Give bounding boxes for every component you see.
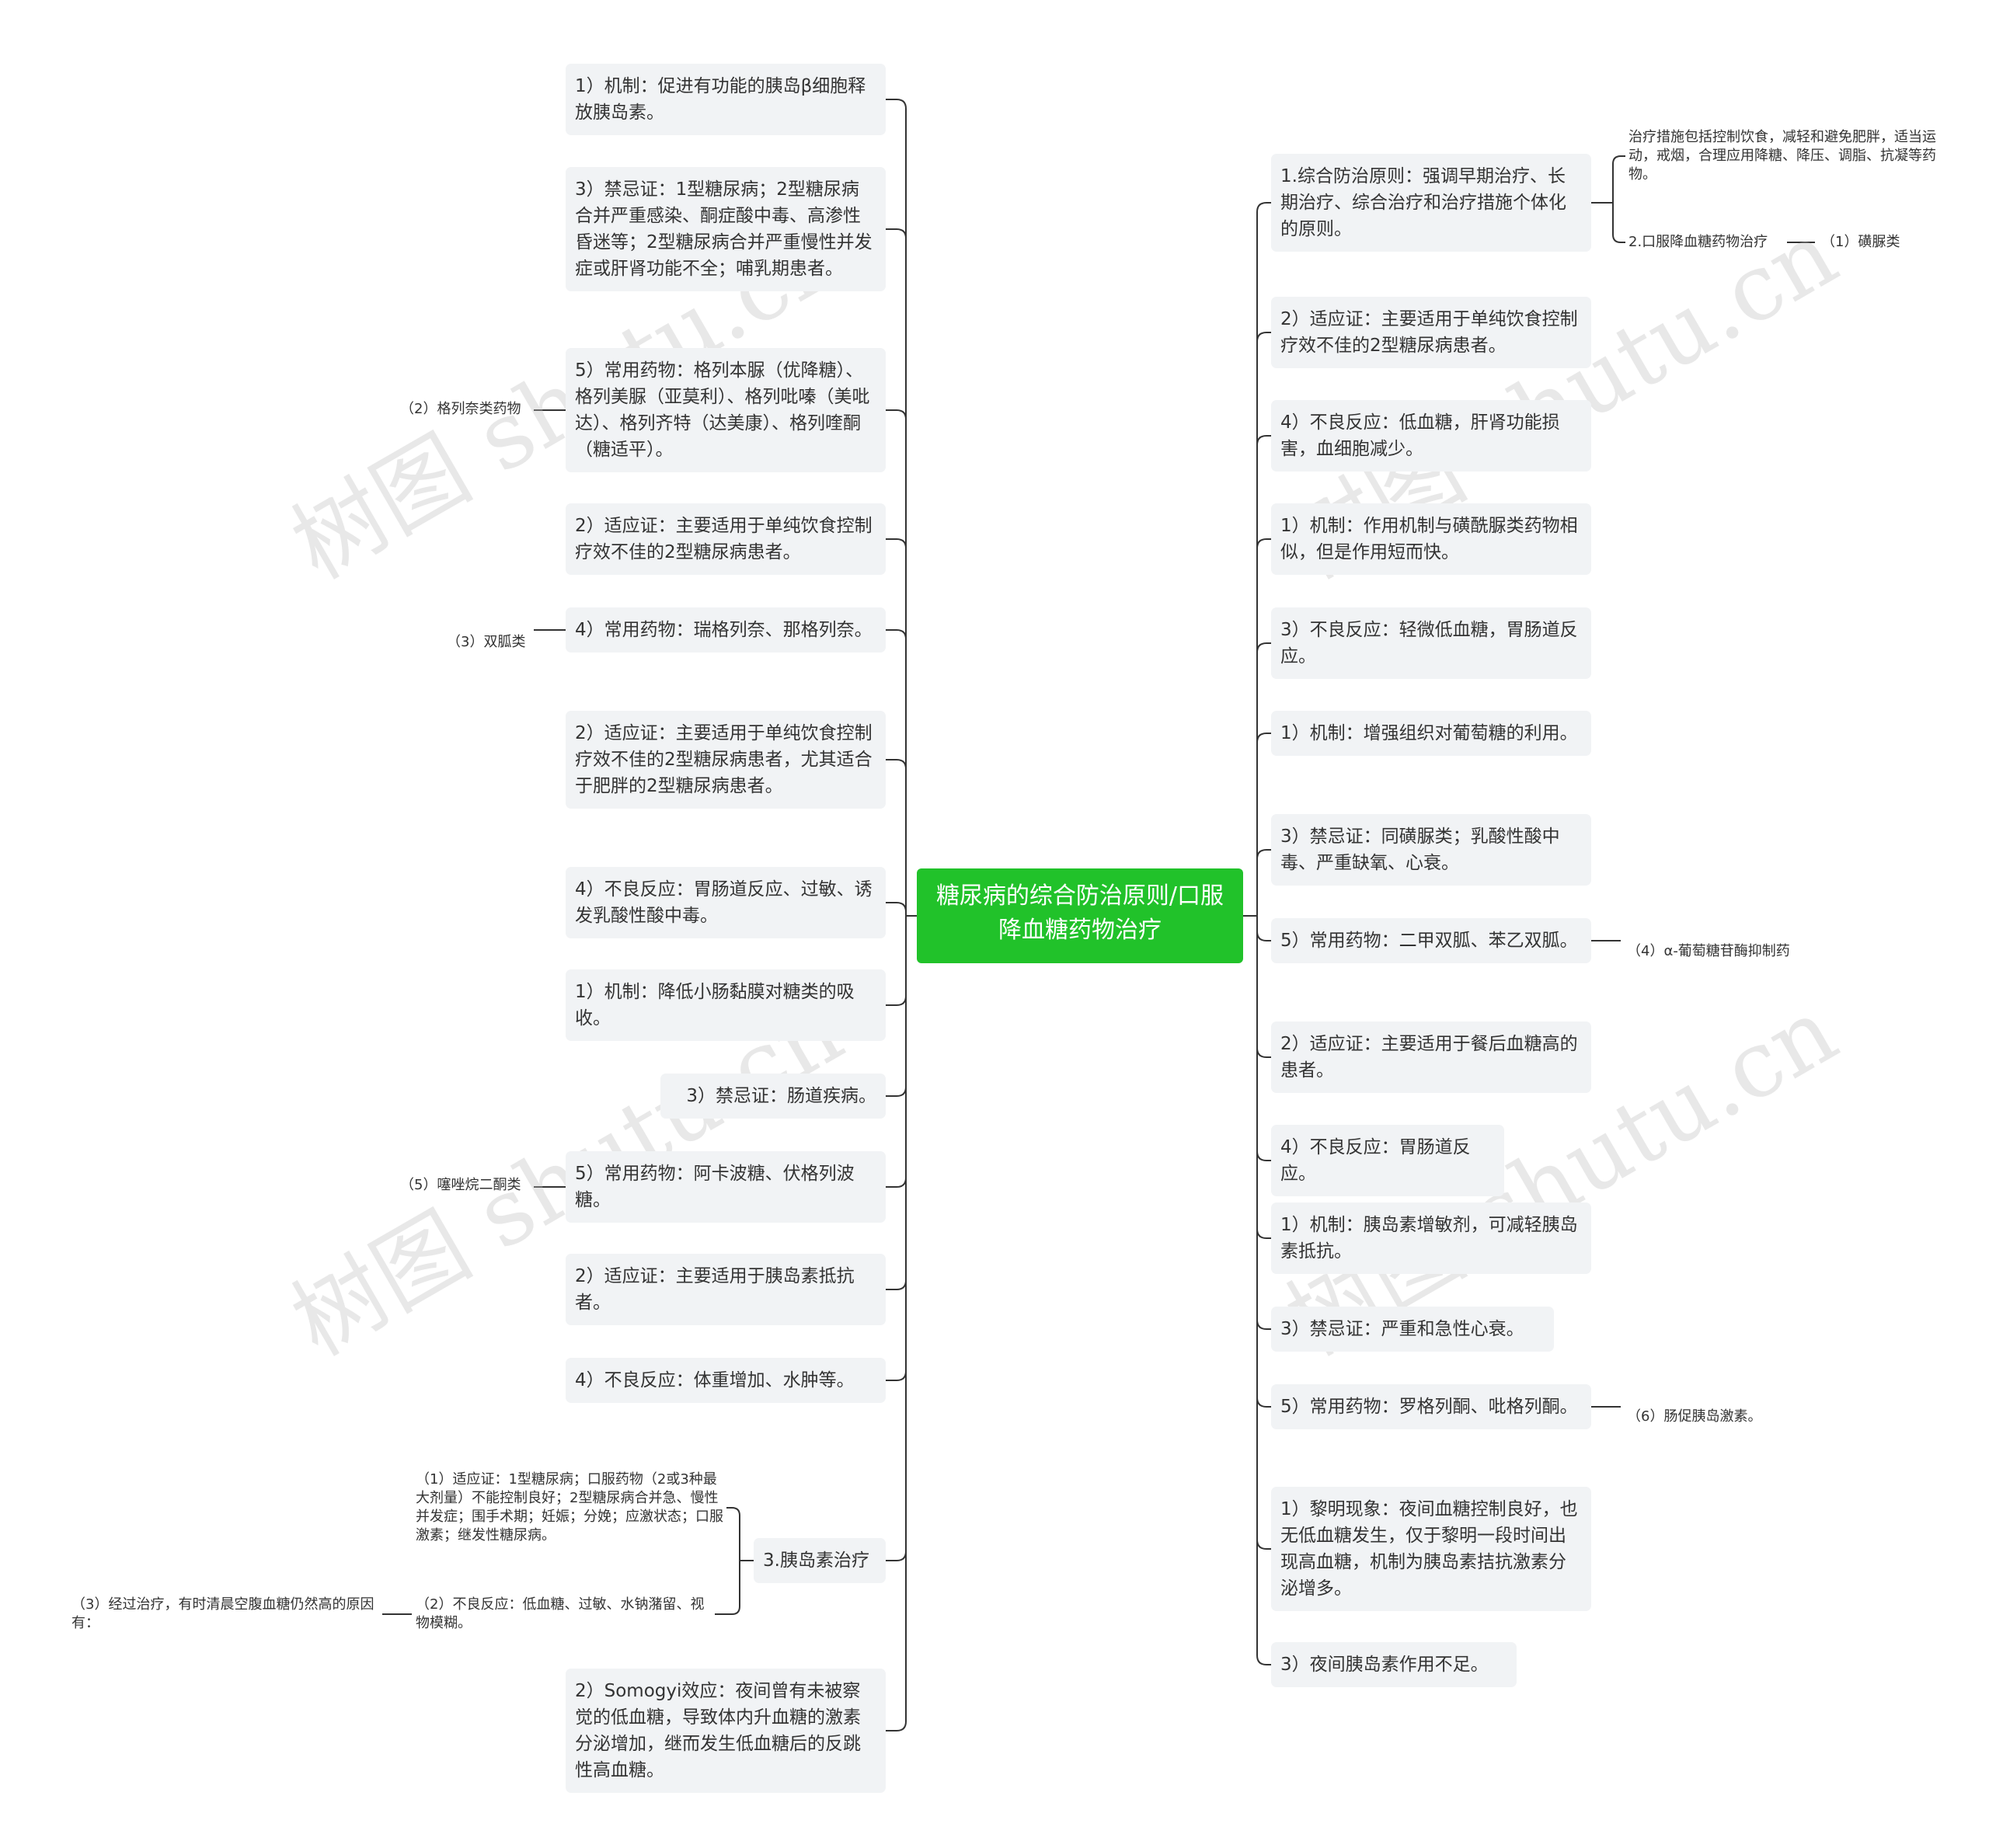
right-branch xyxy=(1256,1047,1271,1058)
label-oral-drug-therapy[interactable]: 2.口服降血糖药物治疗 xyxy=(1628,234,1768,250)
left-leaf-indication-glinide[interactable]: 2）适应证：主要适用于单纯饮食控制疗效不佳的2型糖尿病患者。 xyxy=(566,503,886,575)
right-leaf-contraindication-tzd[interactable]: 3）禁忌证：严重和急性心衰。 xyxy=(1271,1307,1554,1352)
left-leaf-mechanism-agi[interactable]: 1）机制：降低小肠黏膜对糖类的吸收。 xyxy=(566,969,886,1041)
right-leaf-adverse-glinide[interactable]: 3）不良反应：轻微低血糖，胃肠道反应。 xyxy=(1271,607,1591,679)
right-branch xyxy=(1256,202,1271,213)
right-branch xyxy=(1256,1228,1271,1239)
right-leaf-contraindication-biguanide[interactable]: 3）禁忌证：同磺脲类；乳酸性酸中毒、严重缺氧、心衰。 xyxy=(1271,814,1591,886)
left-leaf-adverse-tzd[interactable]: 4）不良反应：体重增加、水肿等。 xyxy=(566,1358,886,1403)
label-sulfonylurea-class[interactable]: （1）磺脲类 xyxy=(1821,234,1900,250)
left-leaf-insulin-therapy[interactable]: 3.胰岛素治疗 xyxy=(754,1538,886,1583)
right-branch xyxy=(1256,332,1271,343)
left-branch xyxy=(886,1177,907,1188)
right-branch xyxy=(1256,931,1271,941)
left-branch xyxy=(886,759,907,770)
right-leaf-adverse-agi[interactable]: 4）不良反应：胃肠道反应。 xyxy=(1271,1125,1504,1196)
label-biguanide-class[interactable]: （3）双胍类 xyxy=(447,634,526,650)
label-agi-class[interactable]: （4）α-葡萄糖苷酶抑制药 xyxy=(1627,943,1790,959)
root-topic[interactable]: 糖尿病的综合防治原则/口服降血糖药物治疗 xyxy=(917,868,1243,963)
right-branch xyxy=(1256,1150,1271,1161)
left-leaf-contraindication-agi[interactable]: 3）禁忌证：肠道疾病。 xyxy=(660,1074,886,1119)
right-leaf-mechanism-glinide[interactable]: 1）机制：作用机制与磺酰脲类药物相似，但是作用短而快。 xyxy=(1271,503,1591,575)
right-leaf-adverse-sulfonylurea[interactable]: 4）不良反应：低血糖，肝肾功能损害，血细胞减少。 xyxy=(1271,400,1591,472)
label-incretin-class[interactable]: （6）肠促胰岛激素。 xyxy=(1627,1408,1762,1425)
insulin-indication[interactable]: （1）适应证：1型糖尿病；口服药物（2或3种最大剂量）不能控制良好；2型糖尿病合… xyxy=(416,1471,723,1543)
left-branch xyxy=(886,409,907,420)
right-leaf-dawn-phenomenon[interactable]: 1）黎明现象：夜间血糖控制良好，也无低血糖发生，仅于黎明一段时间出现高血糖，机制… xyxy=(1271,1487,1591,1611)
right-branch xyxy=(1256,1397,1271,1408)
right-leaf-indication-agi[interactable]: 2）适应证：主要适用于餐后血糖高的患者。 xyxy=(1271,1021,1591,1093)
sub-branch xyxy=(1612,234,1625,243)
sub-branch xyxy=(1612,155,1625,165)
right-branch xyxy=(1256,1539,1271,1550)
insulin-adverse[interactable]: （2）不良反应：低血糖、过敏、水钠潴留、视物模糊。 xyxy=(416,1596,705,1631)
left-leaf-contraindication-sulfonylurea[interactable]: 3）禁忌证：1型糖尿病；2型糖尿病合并严重感染、酮症酸中毒、高渗性昏迷等；2型糖… xyxy=(566,167,886,291)
insulin-branch xyxy=(726,1507,740,1516)
left-leaf-somogyi-effect[interactable]: 2）Somogyi效应：夜间曾有未被察觉的低血糖，导致体内升血糖的激素分泌增加，… xyxy=(566,1669,886,1793)
left-leaf-drugs-agi[interactable]: 5）常用药物：阿卡波糖、伏格列波糖。 xyxy=(566,1151,886,1223)
left-branch xyxy=(886,995,907,1006)
right-leaf-mechanism-tzd[interactable]: 1）机制：胰岛素增敏剂，可减轻胰岛素抵抗。 xyxy=(1271,1202,1591,1274)
right-leaf-insufficient-night-insulin[interactable]: 3）夜间胰岛素作用不足。 xyxy=(1271,1642,1517,1687)
left-leaf-indication-biguanide[interactable]: 2）适应证：主要适用于单纯饮食控制疗效不佳的2型糖尿病患者，尤其适合于肥胖的2型… xyxy=(566,711,886,809)
left-branch xyxy=(886,902,907,913)
right-branch xyxy=(1256,849,1271,860)
right-branch xyxy=(1256,538,1271,549)
left-branch xyxy=(886,1370,907,1381)
left-branch xyxy=(886,1550,907,1561)
left-leaf-drugs-glinide[interactable]: 4）常用药物：瑞格列奈、那格列奈。 xyxy=(566,607,886,653)
label-tzd-class[interactable]: （5）噻唑烷二酮类 xyxy=(400,1177,521,1193)
left-leaf-mechanism-sulfonylurea[interactable]: 1）机制：促进有功能的胰岛β细胞释放胰岛素。 xyxy=(566,64,886,135)
right-leaf-drugs-biguanide[interactable]: 5）常用药物：二甲双胍、苯乙双胍。 xyxy=(1271,918,1591,963)
right-leaf-comprehensive-principle[interactable]: 1.综合防治原则：强调早期治疗、长期治疗、综合治疗和治疗措施个体化的原则。 xyxy=(1271,154,1591,252)
right-branch xyxy=(1256,1319,1271,1330)
right-branch xyxy=(1256,1655,1271,1665)
left-branch xyxy=(886,629,907,640)
left-branch xyxy=(886,1721,907,1731)
left-branch xyxy=(886,1086,907,1097)
right-leaf-mechanism-biguanide[interactable]: 1）机制：增强组织对葡萄糖的利用。 xyxy=(1271,711,1591,756)
left-branch xyxy=(886,1279,907,1290)
right-branch xyxy=(1256,733,1271,743)
left-leaf-adverse-biguanide[interactable]: 4）不良反应：胃肠道反应、过敏、诱发乳酸性酸中毒。 xyxy=(566,867,886,938)
left-branch xyxy=(886,228,907,239)
right-branch xyxy=(1256,642,1271,653)
label-glinide-class[interactable]: （2）格列奈类药物 xyxy=(400,401,521,417)
right-leaf-drugs-tzd[interactable]: 5）常用药物：罗格列酮、吡格列酮。 xyxy=(1271,1384,1591,1429)
insulin-branch xyxy=(715,1606,740,1615)
insulin-morning-hyperglycemia[interactable]: （3）经过治疗，有时清晨空腹血糖仍然高的原因有： xyxy=(71,1596,374,1631)
left-branch xyxy=(886,99,907,110)
left-leaf-indication-tzd[interactable]: 2）适应证：主要适用于胰岛素抵抗者。 xyxy=(566,1254,886,1325)
left-branch xyxy=(886,538,907,549)
right-leaf-indication-sulfonylurea[interactable]: 2）适应证：主要适用于单纯饮食控制疗效不佳的2型糖尿病患者。 xyxy=(1271,297,1591,368)
label-treatment-measures[interactable]: 治疗措施包括控制饮食，减轻和避免肥胖，适当运动，戒烟，合理应用降糖、降压、调脂、… xyxy=(1628,129,1936,183)
right-branch xyxy=(1256,435,1271,446)
left-leaf-drugs-sulfonylurea[interactable]: 5）常用药物：格列本脲（优降糖）、格列美脲（亚莫利）、格列吡嗪（美吡达）、格列齐… xyxy=(566,348,886,472)
